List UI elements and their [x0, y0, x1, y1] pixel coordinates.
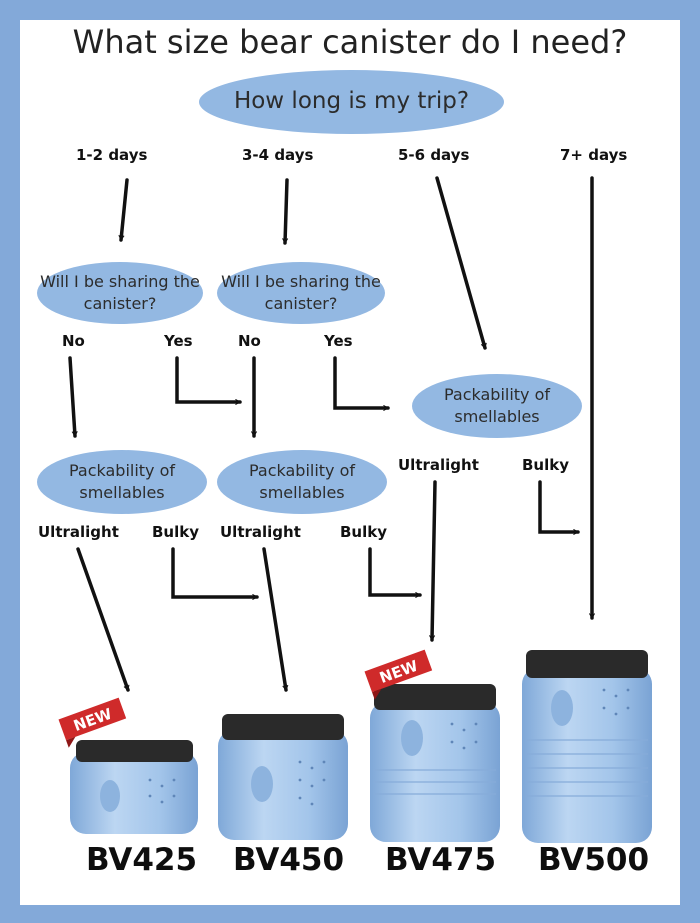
arrow-5-6-days — [435, 176, 487, 350]
duration-3-4-days: 3-4 days — [242, 146, 314, 164]
arrow-ultralight-middle — [262, 547, 289, 692]
arrow-bulky-upper — [538, 480, 580, 536]
canister-bv475-image — [370, 684, 500, 842]
answer-ultralight-upper: Ultralight — [398, 456, 479, 474]
arrow-1-2-days — [118, 178, 129, 242]
answer-no-1: No — [62, 332, 85, 350]
trip-length-question: How long is my trip? — [199, 70, 504, 134]
answer-ultralight-middle: Ultralight — [220, 523, 301, 541]
share-question-1-2-days: Will I be sharing the canister? — [37, 262, 203, 324]
arrow-yes-1 — [175, 356, 242, 406]
model-bv475: BV475 — [385, 842, 497, 878]
answer-bulky-left: Bulky — [152, 523, 200, 541]
share-question-3-4-days: Will I be sharing the canister? — [217, 262, 385, 324]
answer-yes-1: Yes — [164, 332, 193, 350]
duration-5-6-days: 5-6 days — [398, 146, 470, 164]
answer-yes-2: Yes — [324, 332, 353, 350]
packability-question-upper: Packability of smellables — [412, 374, 582, 438]
duration-1-2-days: 1-2 days — [76, 146, 148, 164]
page-title: What size bear canister do I need? — [72, 23, 628, 61]
answer-no-2: No — [238, 332, 261, 350]
duration-7-plus-days: 7+ days — [560, 146, 628, 164]
arrow-3-4-days — [282, 178, 289, 245]
answer-bulky-upper: Bulky — [522, 456, 570, 474]
arrow-ultralight-left — [76, 547, 130, 692]
arrow-bulky-middle — [368, 547, 422, 599]
arrow-bulky-left — [171, 547, 259, 601]
arrow-no-1 — [68, 356, 78, 438]
packability-question-left: Packability of smellables — [37, 450, 207, 514]
arrow-ultralight-upper — [429, 480, 437, 642]
answer-ultralight-left: Ultralight — [38, 523, 119, 541]
canister-bv425-image — [70, 740, 198, 834]
canister-bv500-image — [522, 650, 652, 843]
answer-bulky-middle: Bulky — [340, 523, 388, 541]
model-bv425: BV425 — [86, 842, 198, 878]
model-bv500: BV500 — [538, 842, 650, 878]
arrow-yes-2 — [333, 356, 390, 412]
model-bv450: BV450 — [233, 842, 345, 878]
packability-question-middle: Packability of smellables — [217, 450, 387, 514]
canister-bv450-image — [218, 714, 348, 840]
